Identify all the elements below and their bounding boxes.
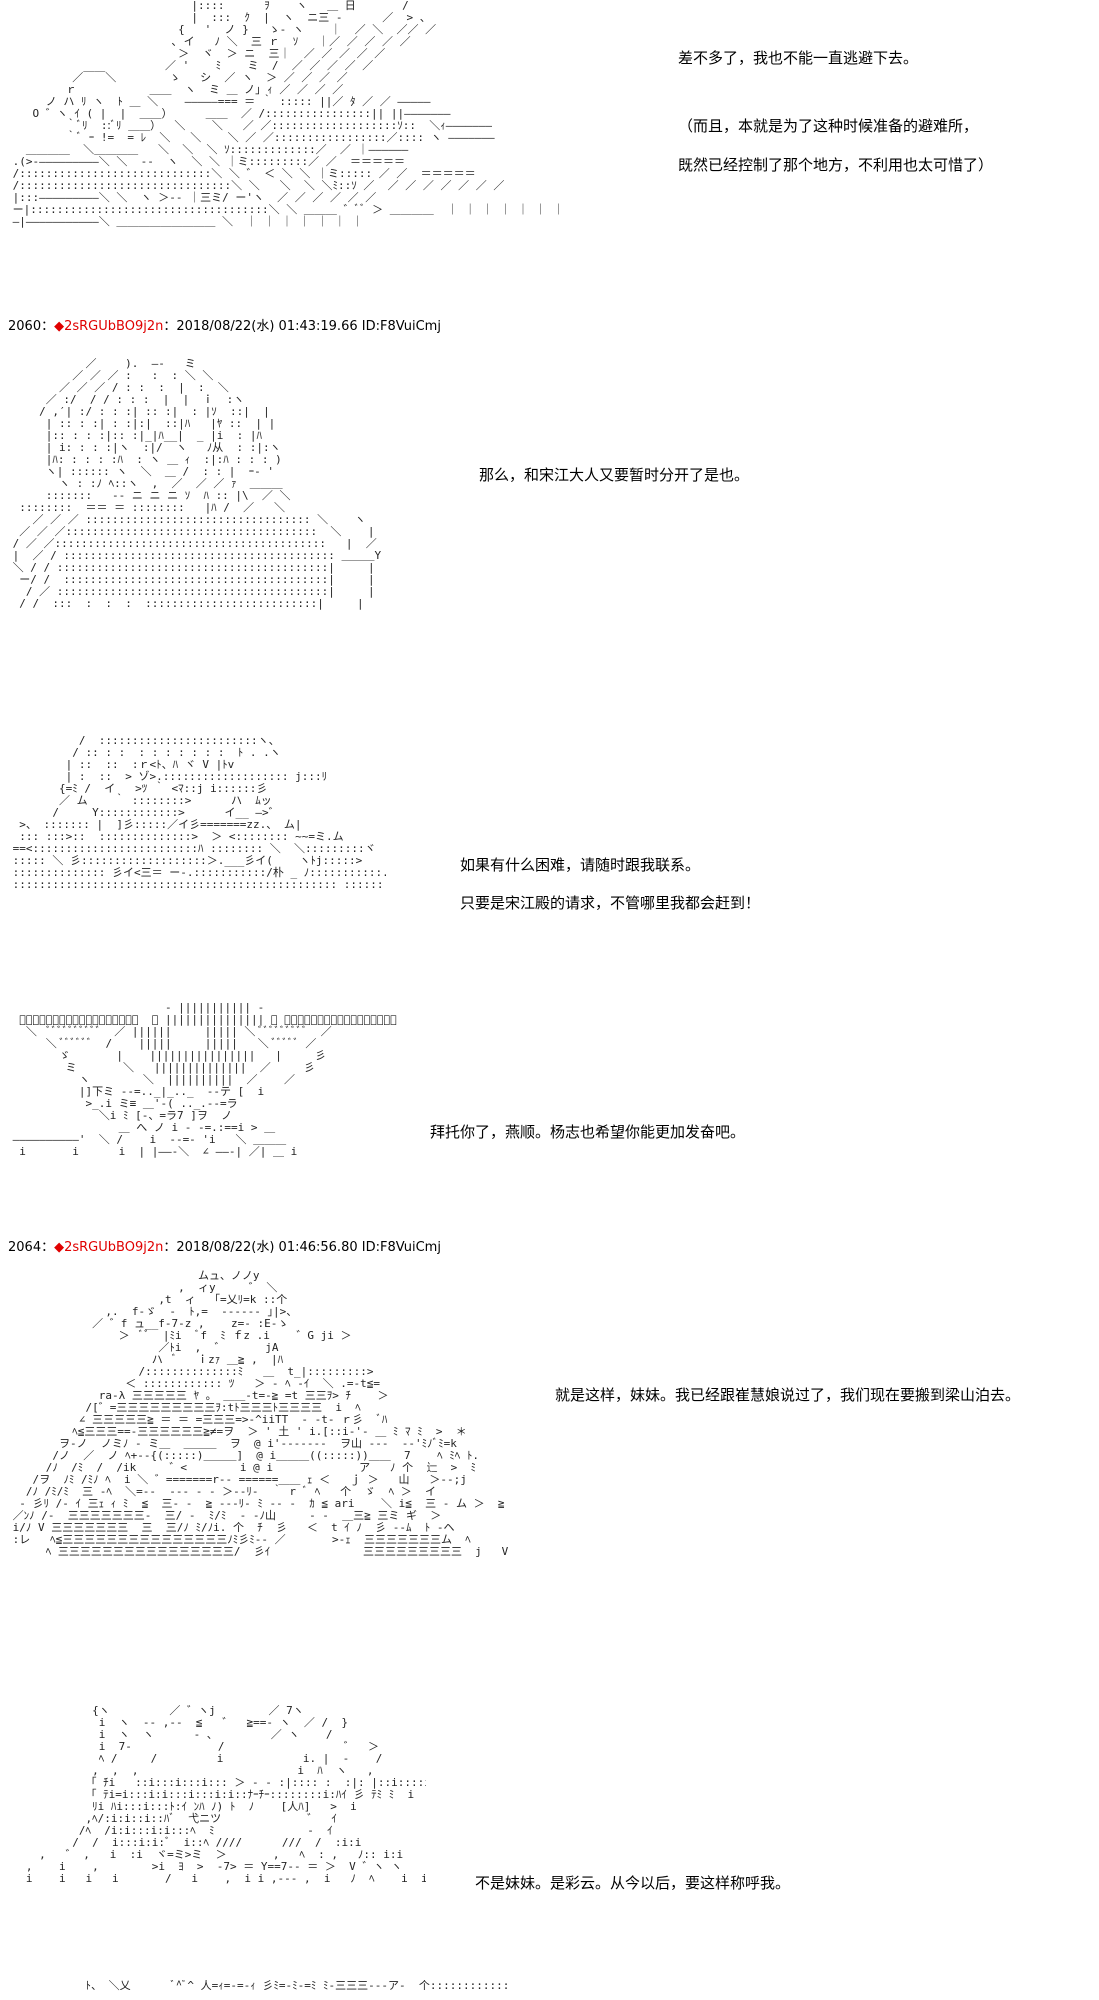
ascii-art-character-closeup: - ||||||||||| - ﾞﾞﾞﾞﾞﾞﾞﾞﾞﾞﾞﾞﾞﾞﾞﾞﾞﾞ ／ |||… <box>12 1002 397 1158</box>
post-separator: ： <box>41 1240 55 1255</box>
dialog-line: 那么，和宋江大人又要暂时分开了是也。 <box>479 466 750 484</box>
dialog-line: 拜托你了，燕顺。杨志也希望你能更加发奋吧。 <box>430 1123 746 1141</box>
dialog-line: （而且，本就是为了这种时候准备的避难所， <box>678 117 979 135</box>
ascii-art-bottom-fragment: ﾄ、 ＼乂 ﾞ^ﾞ^ 人=ｨ=‐=‐ｨ 彡ﾐ=‐ﾐ‐=ﾐ ﾐ‐三三三‐‐‐ア‐ … <box>85 1980 510 1992</box>
post-datetime: ：2018/08/22(水) 01:43:19.66 ID:F8VuiCmj <box>163 319 441 334</box>
dialog-line: 就是这样，妹妹。我已经跟崔慧娘说过了，我们现在要搬到梁山泊去。 <box>555 1386 1021 1404</box>
post-number: 2064 <box>8 1240 42 1255</box>
ascii-art-character-hat: ／￣￣ ). ―‐ ミ ／ ／ ／ : : : ＼ ＼ ／ ／ ／ / : : … <box>12 358 382 610</box>
ascii-art-character-face: / ::::::::::::::::::::::::ヽ、 / :: : : : … <box>12 735 386 891</box>
dialog-line: 只要是宋江殿的请求，不管哪里我都会赶到！ <box>460 894 761 912</box>
post-header: 2064：◆2sRGUbBO9j2n：2018/08/22(水) 01:46:5… <box>8 1240 441 1256</box>
poster-trip[interactable]: ◆2sRGUbBO9j2n <box>54 319 164 334</box>
ascii-art-scene-top: |:::: ｦ ヽ ＿ 日 / | ::: ｸ | ヽ ニ三 ‐ ／ > 、 {… <box>12 0 564 228</box>
ascii-art-two-characters: ムュ、ノノy , ィy ゛ ＼ ,t ィ 「=乂ﾘ=k ::个 ,. f‐ゞ ‐… <box>12 1270 509 1558</box>
dialog-line: 既然已经控制了那个地方，不利用也太可惜了） <box>678 156 994 174</box>
dialog-line: 不是妹妹。是彩云。从今以后，要这样称呼我。 <box>475 1874 791 1892</box>
post-header: 2060：◆2sRGUbBO9j2n：2018/08/22(水) 01:43:1… <box>8 319 441 335</box>
dialog-line: 如果有什么困难，请随时跟我联系。 <box>460 856 701 874</box>
post-datetime: ：2018/08/22(水) 01:46:56.80 ID:F8VuiCmj <box>163 1240 441 1255</box>
poster-trip[interactable]: ◆2sRGUbBO9j2n <box>54 1240 164 1255</box>
dialog-line: 差不多了，我也不能一直逃避下去。 <box>678 49 919 67</box>
ascii-art-character-girl: {ヽ ／ ゛ヽj ／ 7ヽ i ヽ ‐‐ ,‐‐ ≦ ゛ ≧==‐ ヽ ／ / … <box>25 1705 426 1885</box>
post-separator: ： <box>41 319 55 334</box>
post-number: 2060 <box>8 319 42 334</box>
